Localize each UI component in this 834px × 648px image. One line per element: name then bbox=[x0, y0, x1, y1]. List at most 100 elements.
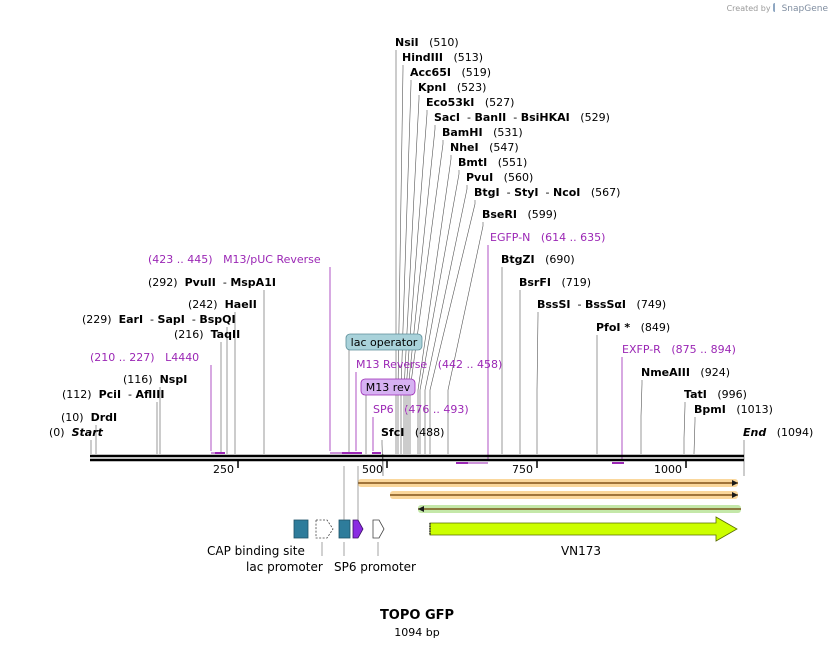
enzyme-name: BssSI bbox=[537, 298, 571, 311]
enzyme-site: (229) EarI - SapI - BspQI bbox=[82, 313, 236, 326]
enzyme-position: (690) bbox=[545, 253, 575, 266]
enzyme-name: NsiI bbox=[395, 36, 419, 49]
enzyme-gap bbox=[419, 36, 430, 49]
enzyme-site: (116) NspI bbox=[123, 373, 187, 386]
enzyme-label: (242) HaeII bbox=[188, 298, 257, 311]
enzyme-position: (510) bbox=[429, 36, 459, 49]
enzyme-position: (749) bbox=[637, 298, 667, 311]
enzyme-separator: - bbox=[143, 313, 157, 326]
enzyme-label: NsiI (510) bbox=[395, 36, 459, 49]
primer-site: SP6 (476 .. 493) bbox=[372, 403, 469, 454]
enzyme-position: (599) bbox=[527, 208, 557, 221]
enzyme-site: (112) PciI - AflIII bbox=[62, 388, 164, 401]
enzyme-name: PvuII bbox=[185, 276, 216, 289]
enzyme-position: (0) bbox=[49, 426, 65, 439]
enzyme-label: Eco53kI (527) bbox=[426, 96, 514, 109]
enzyme-gap bbox=[65, 426, 72, 439]
enzyme-position: (523) bbox=[457, 81, 487, 94]
tick-label: 500 bbox=[362, 463, 383, 476]
enzyme-site: Acc65I (519) bbox=[410, 66, 491, 79]
enzyme-labels: NsiI (510)HindIII (513)Acc65I (519)KpnI … bbox=[49, 36, 813, 439]
enzyme-site: NsiI (510) bbox=[395, 36, 459, 49]
enzyme-gap bbox=[570, 111, 581, 124]
enzyme-separator: - bbox=[539, 186, 553, 199]
enzyme-label: (112) PciI - AflIII bbox=[62, 388, 164, 401]
enzyme-label: BpmI (1013) bbox=[694, 403, 773, 416]
enzyme-site: (216) TaqII bbox=[174, 328, 240, 341]
enzyme-site: BssSI - BssSαI (749) bbox=[537, 298, 666, 311]
primer-name: L4440 bbox=[165, 351, 199, 364]
enzyme-name: PvuI bbox=[466, 171, 493, 184]
enzyme-site: KpnI (523) bbox=[418, 81, 486, 94]
enzyme-gap bbox=[112, 313, 119, 326]
enzyme-label: (229) EarI - SapI - BspQI bbox=[82, 313, 236, 326]
enzyme-gap bbox=[487, 156, 498, 169]
primer-label: (423 .. 445) M13/pUC Reverse bbox=[148, 253, 321, 266]
leader-line bbox=[403, 95, 420, 454]
enzyme-position: (924) bbox=[700, 366, 730, 379]
primer-site: (423 .. 445) M13/pUC Reverse bbox=[148, 253, 362, 454]
enzyme-gap bbox=[153, 373, 160, 386]
enzyme-position: (719) bbox=[561, 276, 591, 289]
lac-promoter-arrow-icon bbox=[315, 519, 334, 539]
enzyme-name: End bbox=[743, 426, 766, 439]
enzyme-site: BamHI (531) bbox=[442, 126, 523, 139]
enzyme-name: TaqII bbox=[211, 328, 241, 341]
orf-arrowhead-right-icon bbox=[732, 492, 738, 498]
enzyme-position: (1094) bbox=[777, 426, 814, 439]
enzyme-separator: - bbox=[121, 388, 135, 401]
enzyme-position: (551) bbox=[498, 156, 528, 169]
enzyme-site: NmeAIII (924) bbox=[641, 366, 730, 379]
enzyme-name: BssSαI bbox=[585, 298, 626, 311]
enzyme-label: End (1094) bbox=[743, 426, 813, 439]
feature-label: lac promoter bbox=[246, 560, 323, 574]
leader-lines bbox=[90, 50, 745, 477]
enzyme-gap bbox=[218, 298, 225, 311]
enzyme-site: TatI (996) bbox=[684, 388, 747, 401]
enzyme-separator: - bbox=[506, 111, 520, 124]
enzyme-name: EarI bbox=[119, 313, 143, 326]
enzyme-gap bbox=[535, 253, 546, 266]
enzyme-label: BamHI (531) bbox=[442, 126, 523, 139]
map-title: TOPO GFP bbox=[379, 608, 455, 623]
enzyme-name: StyI bbox=[514, 186, 538, 199]
primer-gap bbox=[394, 403, 405, 416]
primer-annotations: (423 .. 445) M13/pUC Reverse (210 .. 227)… bbox=[90, 231, 736, 464]
enzyme-name: AflIII bbox=[136, 388, 165, 401]
leader-line bbox=[429, 200, 476, 454]
primer-gap bbox=[213, 253, 224, 266]
leader-line bbox=[409, 140, 444, 454]
enzyme-gap bbox=[517, 208, 528, 221]
enzyme-label: BseRI (599) bbox=[482, 208, 557, 221]
enzyme-name: NspI bbox=[160, 373, 188, 386]
enzyme-label: BsrFI (719) bbox=[519, 276, 591, 289]
enzyme-name: SacI bbox=[434, 111, 460, 124]
enzyme-gap bbox=[726, 403, 737, 416]
enzyme-name: TatI bbox=[684, 388, 707, 401]
enzyme-gap bbox=[630, 321, 641, 334]
enzyme-name: HindIII bbox=[402, 51, 443, 64]
enzyme-gap bbox=[479, 141, 490, 154]
enzyme-label: BssSI - BssSαI (749) bbox=[537, 298, 666, 311]
enzyme-position: (1013) bbox=[736, 403, 773, 416]
enzyme-position: (996) bbox=[717, 388, 747, 401]
sp6-promoter-arrow-icon bbox=[372, 519, 385, 539]
enzyme-position: (229) bbox=[82, 313, 112, 326]
orf-arrowhead-left-icon bbox=[418, 506, 424, 512]
enzyme-name: BpmI bbox=[694, 403, 726, 416]
enzyme-label: NheI (547) bbox=[450, 141, 519, 154]
primer-label: EXFP-R (875 .. 894) bbox=[622, 343, 736, 356]
enzyme-name: BseRI bbox=[482, 208, 517, 221]
boxed-feature-label: M13 rev bbox=[360, 378, 416, 396]
primer-range: (442 .. 458) bbox=[438, 358, 503, 371]
enzyme-gap bbox=[474, 96, 485, 109]
enzyme-site: (292) PvuII - MspA1I bbox=[148, 276, 276, 289]
enzyme-label: (0) Start bbox=[49, 426, 104, 439]
enzyme-position: (10) bbox=[61, 411, 84, 424]
enzyme-position: (560) bbox=[504, 171, 534, 184]
primer-label: (210 .. 227) L4440 bbox=[90, 351, 199, 364]
primer-site: EGFP-N (614 .. 635) bbox=[456, 231, 605, 464]
